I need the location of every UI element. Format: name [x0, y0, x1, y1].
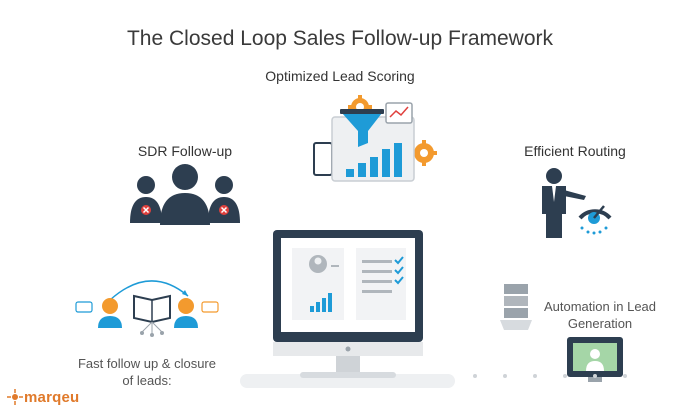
- fast-followup-line2: of leads:: [122, 373, 172, 388]
- server-stack-icon: [500, 282, 532, 332]
- routing-label: Efficient Routing: [524, 143, 626, 159]
- automation-line1: Automation in Lead: [543, 299, 657, 314]
- sdr-agents-book-icon: [74, 270, 234, 340]
- funnel-chart-icon: [312, 95, 442, 187]
- brand-name: marqeu: [24, 388, 80, 406]
- businessman-gauge-icon: [536, 166, 616, 240]
- marqeu-logo: marqeu: [6, 388, 79, 406]
- lead-scoring-label: Optimized Lead Scoring: [265, 68, 415, 84]
- connector-dots: [455, 372, 655, 380]
- people-group-icon: [126, 163, 244, 225]
- automation-line2: Generation: [567, 316, 633, 331]
- sdr-followup-label: SDR Follow-up: [137, 143, 233, 159]
- video-screen-icon: [566, 336, 624, 384]
- framework-title: The Closed Loop Sales Follow-up Framewor…: [126, 27, 554, 50]
- marqeu-logo-icon: [6, 388, 24, 406]
- fast-followup-line1: Fast follow up & closure: [77, 356, 216, 371]
- monitor-dashboard-icon: [240, 228, 455, 398]
